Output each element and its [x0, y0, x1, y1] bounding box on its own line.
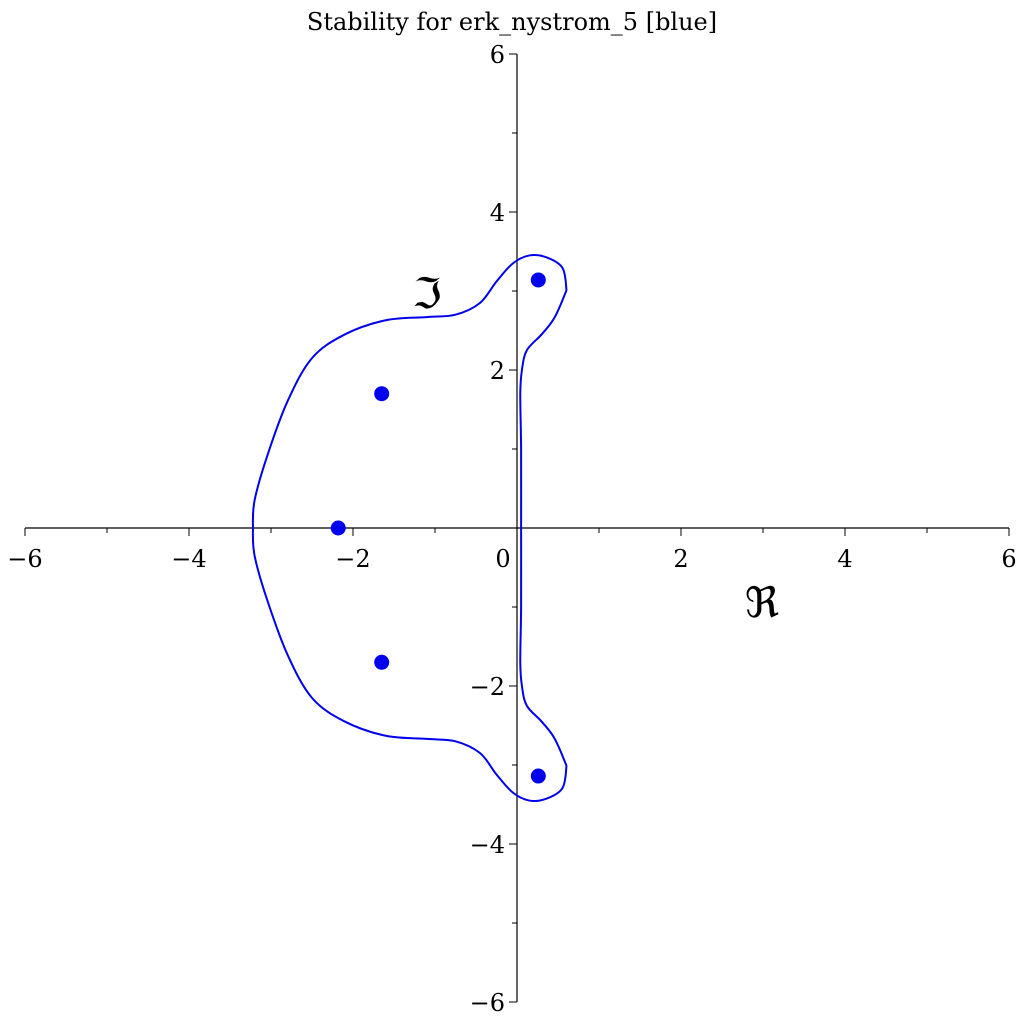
- y-tick-label: 4: [490, 199, 505, 227]
- stability-boundary-curve: [251, 253, 568, 803]
- plot-marks: [251, 253, 568, 803]
- x-tick-label: 0: [495, 545, 510, 573]
- y-tick-label: −4: [470, 831, 505, 859]
- chart-title: Stability for erk_nystrom_5 [blue]: [307, 8, 717, 36]
- eigenvalue-point: [374, 654, 390, 670]
- y-axis-label: ℑ: [412, 269, 441, 318]
- eigenvalue-point: [530, 768, 546, 784]
- x-tick-label: 4: [837, 545, 852, 573]
- eigenvalue-point: [530, 272, 546, 288]
- x-tick-label: 2: [673, 545, 688, 573]
- x-tick-label: −2: [335, 545, 370, 573]
- x-tick-label: −4: [171, 545, 206, 573]
- y-tick-label: 6: [490, 41, 505, 69]
- x-tick-label: 6: [1001, 545, 1016, 573]
- y-tick-label: −2: [470, 673, 505, 701]
- y-tick-label: −6: [470, 989, 505, 1017]
- eigenvalue-point: [330, 520, 346, 536]
- eigenvalue-point: [374, 386, 390, 402]
- x-axis-label: ℜ: [745, 578, 779, 627]
- x-tick-label: −6: [7, 545, 42, 573]
- y-tick-label: 2: [490, 357, 505, 385]
- axes: −6 −4 −2 0 2 4 6 −6 −4 −2 2 4 6: [7, 41, 1016, 1017]
